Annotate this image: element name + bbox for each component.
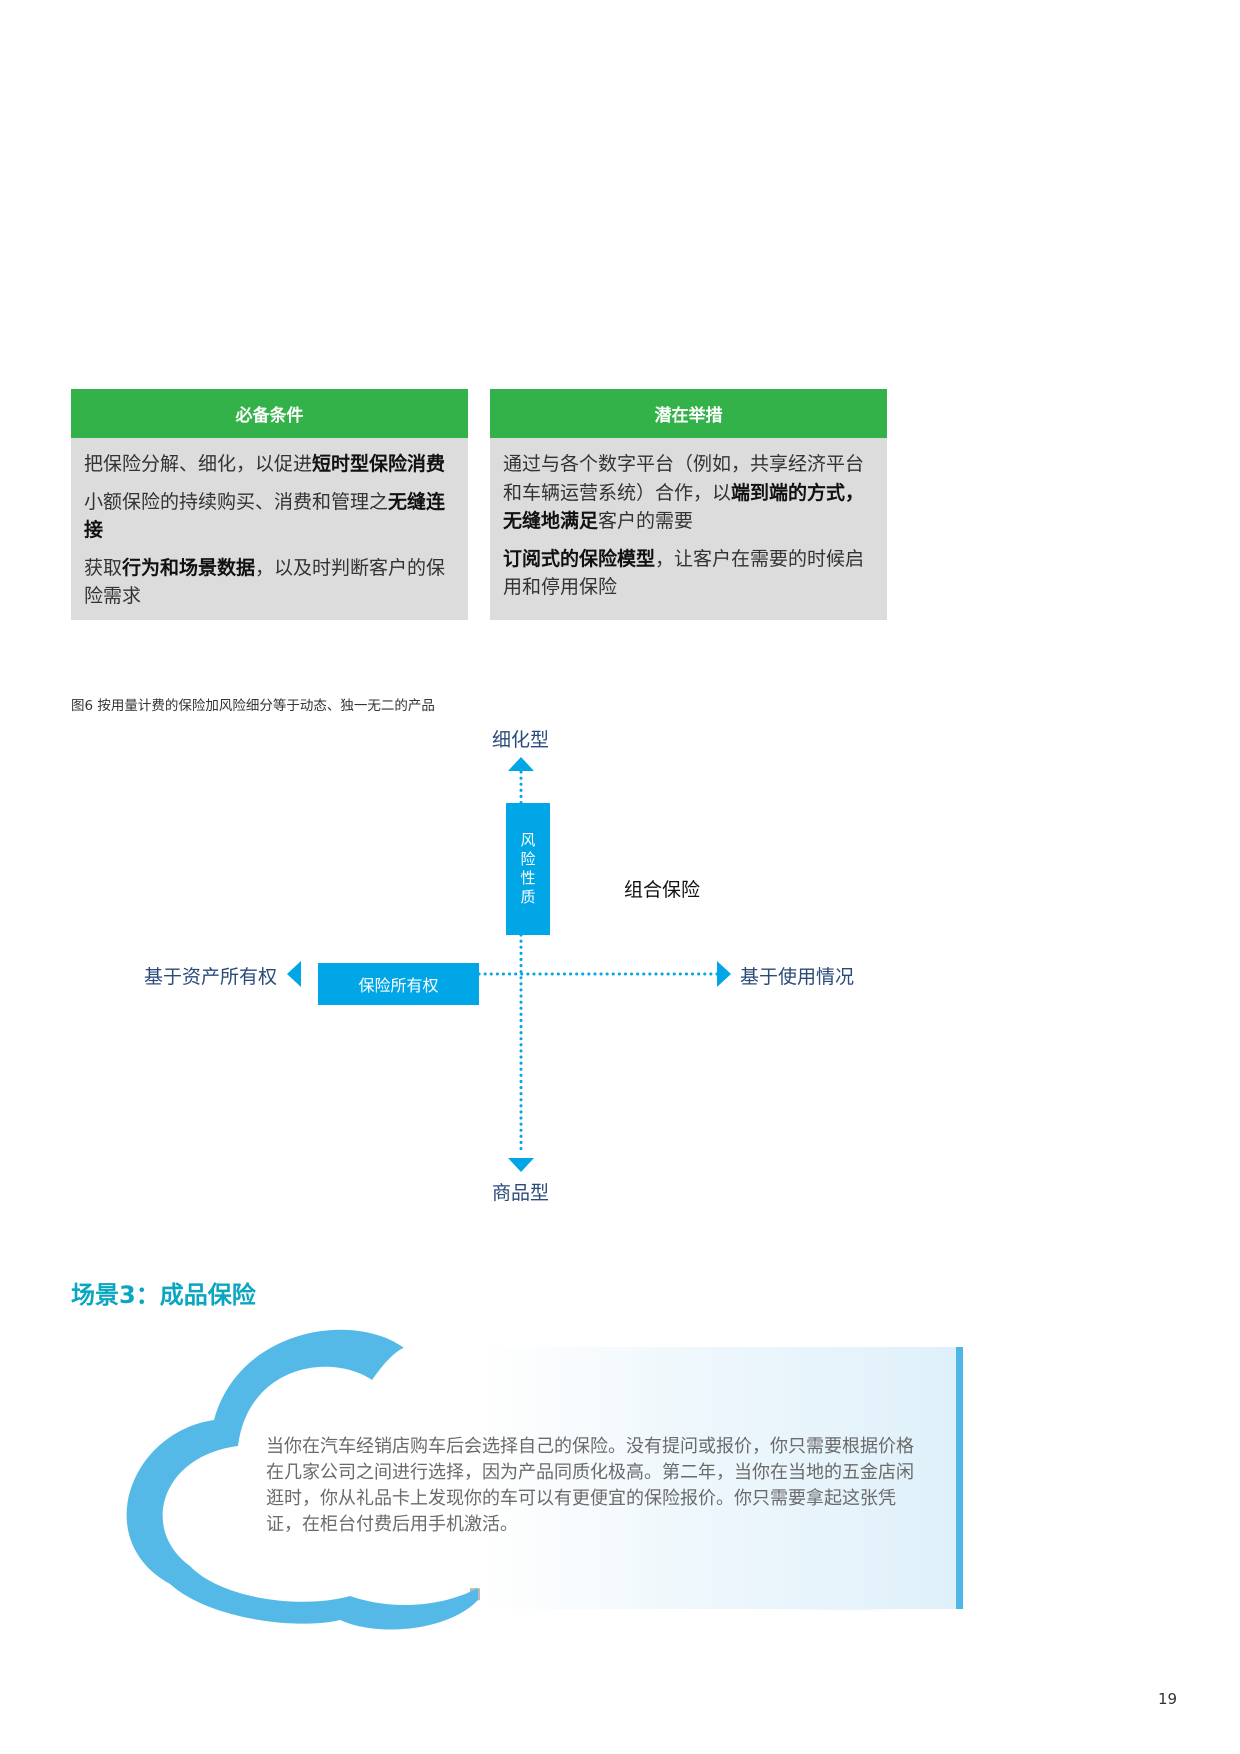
arrow-down-icon <box>508 1158 534 1172</box>
box-initiatives-body: 通过与各个数字平台（例如，共享经济平台和车辆运营系统）合作，以端到端的方式，无缝… <box>490 438 887 620</box>
box-prerequisites-title: 必备条件 <box>71 389 468 438</box>
condition-item: 获取行为和场景数据，以及时判断客户的保险需求 <box>84 554 454 611</box>
condition-item: 通过与各个数字平台（例如，共享经济平台和车辆运营系统）合作，以端到端的方式，无缝… <box>503 450 873 536</box>
figure-caption: 图6 按用量计费的保险加风险细分等于动态、独一无二的产品 <box>71 698 435 714</box>
body-text: 小额保险的持续购买、消费和管理之 <box>84 490 389 513</box>
box-initiatives-title: 潜在举措 <box>490 389 887 438</box>
risk-nature-char: 风 <box>520 831 536 849</box>
body-text: ，让客户在需要的时候启用和停用保险 <box>503 547 865 599</box>
risk-nature-char: 性 <box>520 869 536 887</box>
condition-item: 把保险分解、细化，以促进短时型保险消费 <box>84 450 454 479</box>
emphasis-text: 短时型保险消费 <box>312 453 446 475</box>
ownership-tag: 保险所有权 <box>318 963 479 1005</box>
axis-bottom-label: 商品型 <box>492 1182 550 1204</box>
body-text: ，以及时判断客户的保险需求 <box>84 556 446 608</box>
axis-top-label: 细化型 <box>492 729 550 751</box>
emphasis-text: 订阅式的保险模型 <box>503 547 656 570</box>
box-initiatives: 潜在举措 通过与各个数字平台（例如，共享经济平台和车辆运营系统）合作，以端到端的… <box>490 389 887 620</box>
scene-text: 当你在汽车经销店购车后会选择自己的保险。没有提问或报价，你只需要根据价格在几家公… <box>266 1436 914 1535</box>
risk-nature-char: 质 <box>520 888 536 906</box>
condition-item: 小额保险的持续购买、消费和管理之无缝连接 <box>84 488 454 545</box>
box-prerequisites: 必备条件 把保险分解、细化，以促进短时型保险消费小额保险的持续购买、消费和管理之… <box>71 389 468 620</box>
cloud-panel-edge <box>956 1347 963 1609</box>
risk-nature-tag: 风 险 性 质 <box>506 803 550 935</box>
risk-nature-char: 险 <box>520 850 536 868</box>
condition-item: 订阅式的保险模型，让客户在需要的时候启用和停用保险 <box>503 545 873 602</box>
cloud-panel <box>480 1347 963 1609</box>
axis-left-label: 基于资产所有权 <box>144 966 278 988</box>
emphasis-text: 行为和场景数据 <box>122 556 256 579</box>
box-prerequisites-body: 把保险分解、细化，以促进短时型保险消费小额保险的持续购买、消费和管理之无缝连接获… <box>71 438 468 620</box>
arrow-left-icon <box>287 961 301 987</box>
arrow-right-icon <box>717 961 731 987</box>
body-text: 获取 <box>84 556 123 579</box>
emphasis-text: 无缝连接 <box>84 490 446 542</box>
arrow-up-icon <box>508 757 534 771</box>
body-text: 通过与各个数字平台（例如，共享经济平台和车辆运营系统）合作，以 <box>503 453 865 504</box>
page-number: 19 <box>1158 1690 1178 1708</box>
quadrant-label: 组合保险 <box>624 879 701 901</box>
scene-title: 场景3：成品保险 <box>71 1281 256 1309</box>
emphasis-text: 端到端的方式，无缝地满足 <box>503 481 865 533</box>
body-text: 客户的需要 <box>598 510 694 532</box>
body-text: 把保险分解、细化，以促进 <box>84 453 313 475</box>
axis-right-label: 基于使用情况 <box>740 966 855 988</box>
